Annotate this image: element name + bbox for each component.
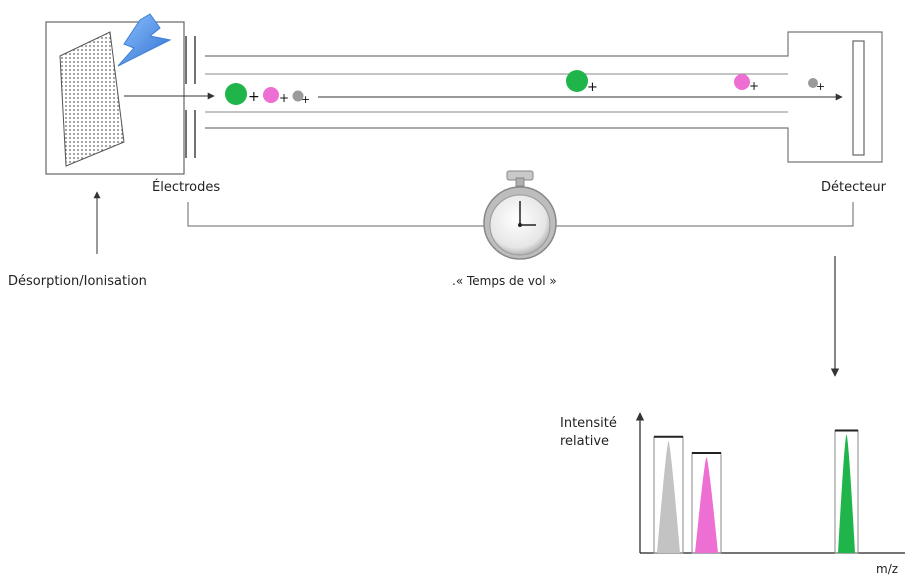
time-of-flight-label: .« Temps de vol » — [452, 274, 557, 288]
ion-charge: + — [279, 91, 289, 105]
ion-charge: + — [248, 89, 260, 105]
spectrum-peak — [838, 434, 855, 553]
y-axis-label-line2: relative — [560, 434, 610, 449]
stopwatch-icon — [483, 170, 557, 260]
electrodes-label: Électrodes — [152, 180, 221, 195]
spectrum-peak — [657, 440, 680, 553]
ion-green-flight — [566, 70, 588, 92]
ion-pink-start — [263, 87, 279, 103]
lightning-icon — [117, 13, 172, 67]
ion-gray-flight — [808, 78, 818, 88]
ion-pink-flight — [734, 74, 750, 90]
mass-spectrum-chart — [635, 412, 905, 554]
x-axis-label: m/z — [876, 562, 899, 576]
detector-label: Détecteur — [821, 180, 886, 195]
ion-charge: + — [816, 80, 825, 93]
y-axis-label-line1: Intensité — [560, 416, 617, 431]
sample-plate-icon — [59, 31, 125, 167]
ion-green-start — [225, 83, 247, 105]
flight-tube — [205, 31, 883, 163]
desorption-label: Désorption/Ionisation — [8, 274, 147, 289]
ion-charge: + — [587, 80, 598, 95]
spectrum-peak — [695, 457, 718, 553]
ion-charge: + — [749, 79, 759, 93]
detector-plate — [852, 40, 865, 156]
ion-charge: + — [301, 93, 310, 106]
ion-gray-start — [292, 90, 304, 102]
